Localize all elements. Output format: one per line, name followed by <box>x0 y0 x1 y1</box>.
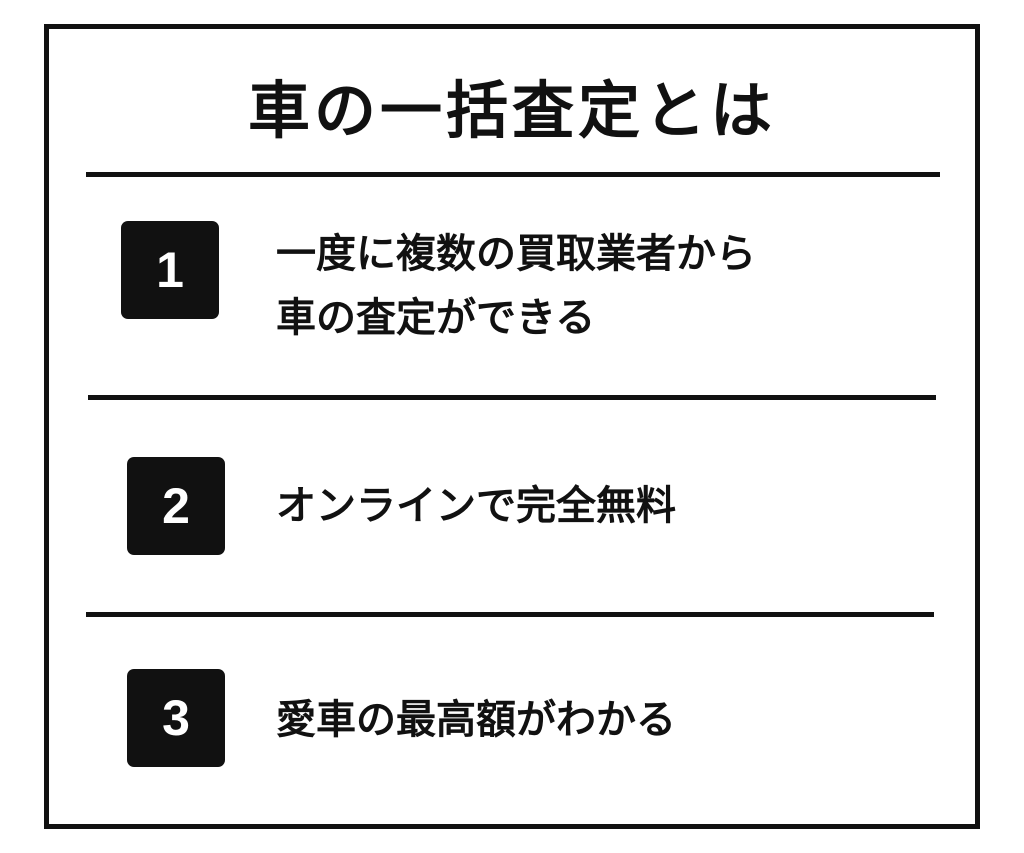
number-badge: 2 <box>127 457 225 555</box>
list-item-line: 一度に複数の買取業者から <box>276 231 756 277</box>
divider <box>88 395 936 400</box>
page-title: 車の一括査定とは <box>247 74 776 147</box>
list-item-line: 車の査定ができる <box>276 295 596 341</box>
list-item-text: 愛車の最高額がわかる <box>276 688 676 752</box>
number-badge: 1 <box>121 221 219 319</box>
list-item-text: 一度に複数の買取業者から 車の査定ができる <box>276 222 756 350</box>
content-frame <box>44 24 980 829</box>
divider <box>86 612 934 617</box>
list-item-line: オンラインで完全無料 <box>276 483 676 529</box>
divider <box>86 172 940 177</box>
list-item-text: オンラインで完全無料 <box>276 474 676 538</box>
list-item-line: 愛車の最高額がわかる <box>276 697 676 743</box>
number-badge: 3 <box>127 669 225 767</box>
